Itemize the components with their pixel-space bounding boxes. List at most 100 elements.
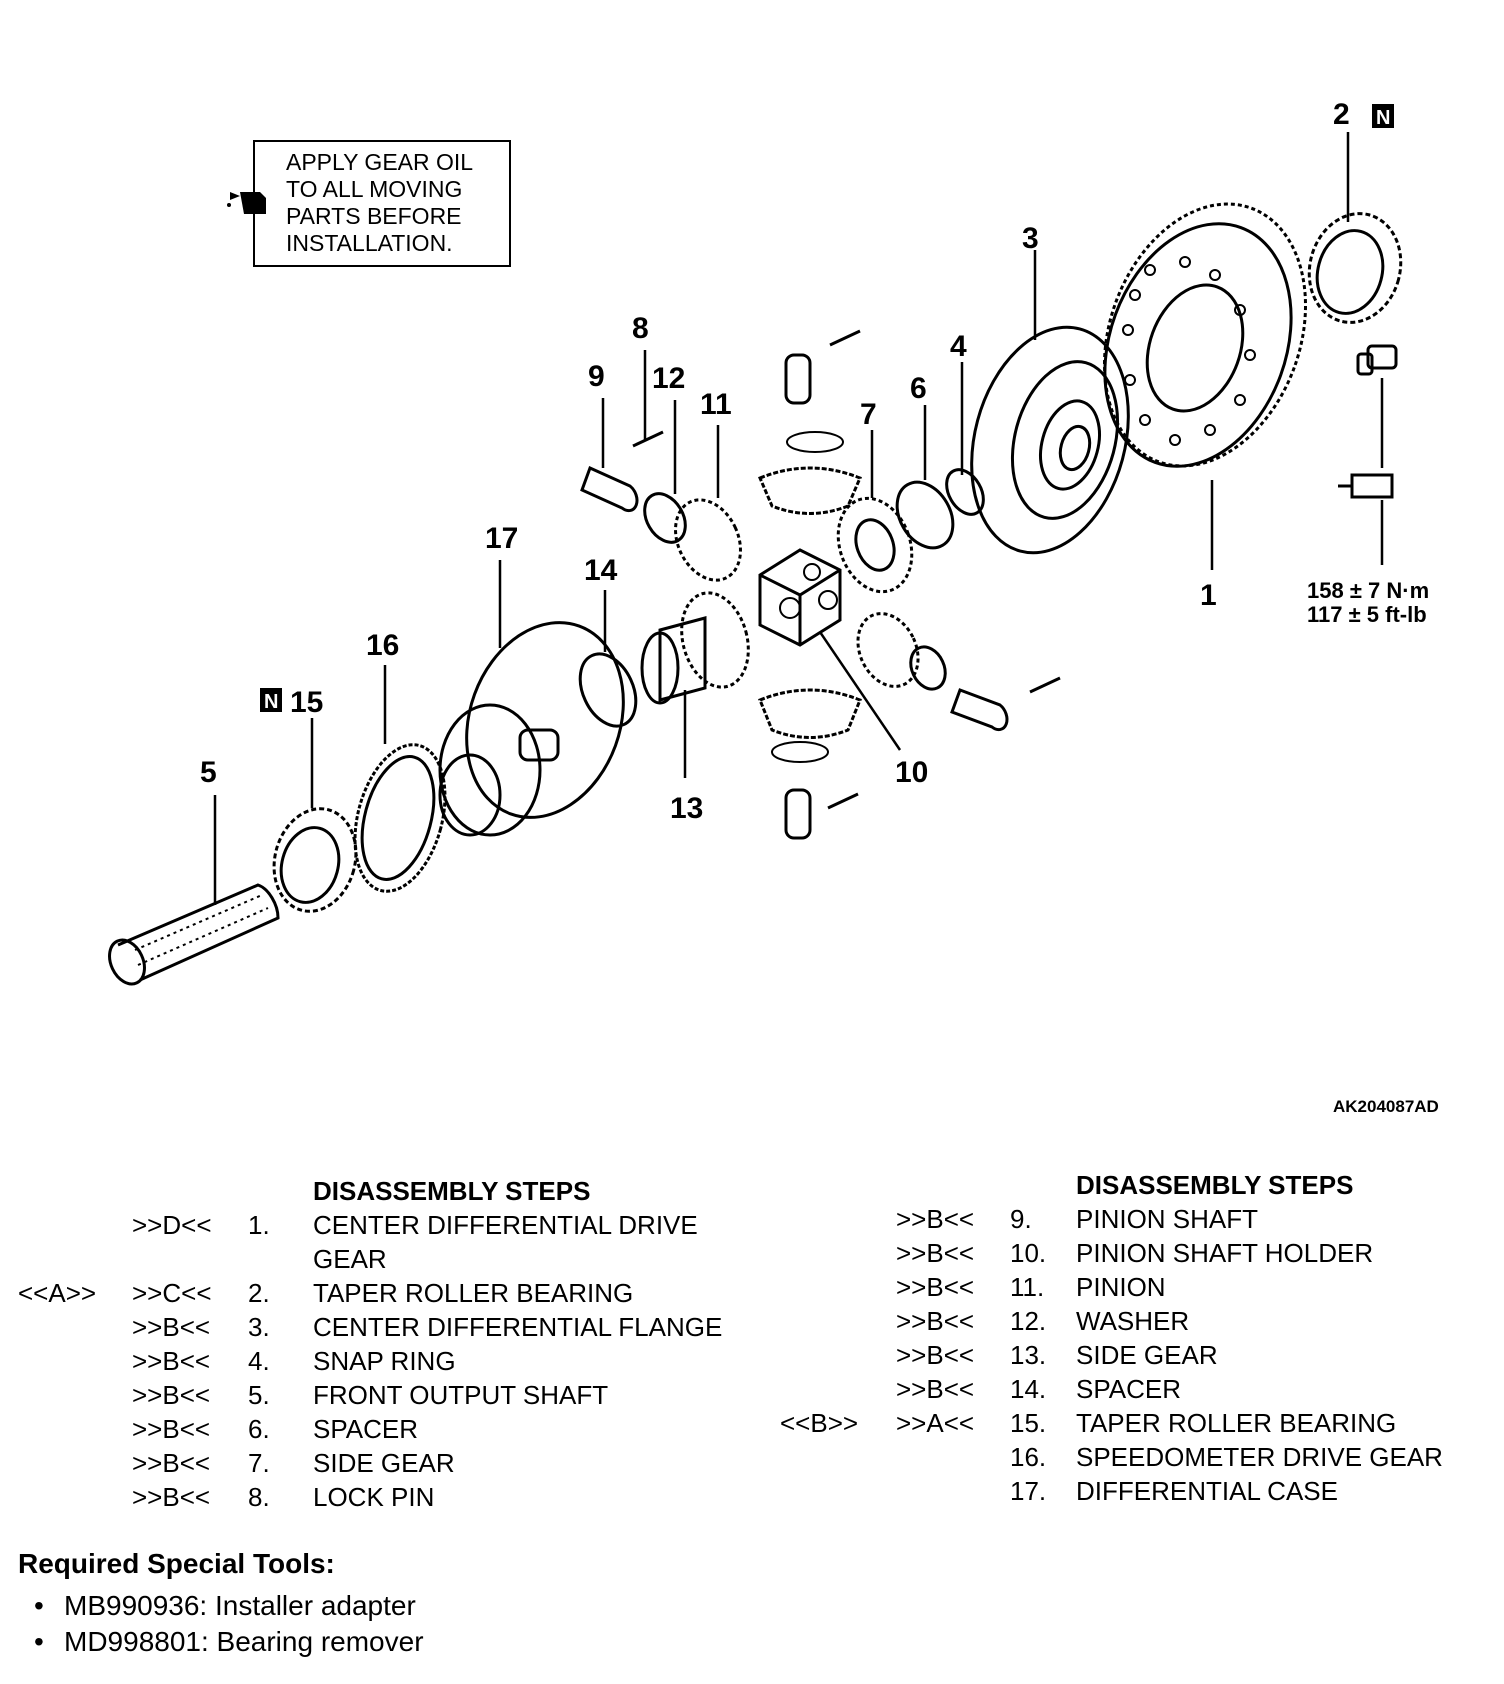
step-row: >>D<<1.CENTER DIFFERENTIAL DRIVE (0, 1208, 760, 1242)
part-pinion-top (758, 431, 862, 515)
part-taper-roller-bearing-2 (1307, 212, 1403, 324)
tool-bullet: • (34, 1626, 44, 1657)
note-line-3: PARTS BEFORE (286, 203, 462, 229)
callout-5: 5 (200, 756, 217, 789)
step-removal-note: <<A>> (18, 1278, 97, 1308)
step-row: >>B<<11.PINION (760, 1270, 1504, 1304)
part-pinion-right (856, 612, 947, 691)
step-removal-note: <<B>> (780, 1408, 859, 1438)
step-row: >>B<< 12. WASHER (760, 1304, 1504, 1338)
step-number: 7. (248, 1448, 270, 1478)
part-center-differential-drive-gear (1102, 202, 1308, 468)
new-part-mark-2-letter: N (1376, 107, 1390, 129)
part-pinion-shaft-holder (758, 548, 842, 647)
callout-6: 6 (910, 372, 927, 405)
disassembly-steps-left: DISASSEMBLY STEPS >>D<<1.CENTER DIFFEREN… (0, 1170, 760, 1520)
part-snap-ring (945, 468, 985, 516)
step-label: PINION SHAFT HOLDER (1076, 1238, 1374, 1268)
step-install-note: >>A<< (896, 1408, 975, 1438)
step-label: CENTER DIFFERENTIAL FLANGE (313, 1312, 723, 1342)
part-spacer-6 (895, 480, 955, 550)
step-row: <<A>>>>C<<2.TAPER ROLLER BEARING (0, 1276, 760, 1310)
step-number: 6. (248, 1414, 270, 1444)
special-tool-item: • MD998801: Bearing remover (30, 1624, 424, 1660)
step-install-note: >>B<< (896, 1374, 975, 1404)
callout-4: 4 (950, 330, 967, 363)
step-number: 17. (1010, 1476, 1047, 1506)
part-lock-pin-right (1029, 676, 1061, 694)
step-number: 14. (1010, 1374, 1047, 1404)
step-label: TAPER ROLLER BEARING (1076, 1408, 1397, 1438)
part-spacer-14 (578, 652, 638, 728)
torque-ftlb: 117 ± 5 ft-lb (1307, 602, 1427, 627)
step-number: 9. (1010, 1204, 1032, 1234)
callout-11: 11 (700, 388, 732, 421)
oil-can-icon (227, 192, 266, 214)
part-differential-case (438, 621, 625, 837)
callout-16: 16 (366, 629, 399, 662)
part-pinion-shaft-top (784, 353, 812, 405)
steps-header-left: DISASSEMBLY STEPS (313, 1176, 591, 1206)
part-speedometer-drive-gear (353, 743, 447, 893)
callout-2: 2 (1333, 98, 1350, 131)
step-install-note: >>B<< (896, 1238, 975, 1268)
step-row: >>B<<5.FRONT OUTPUT SHAFT (0, 1378, 760, 1412)
part-side-gear-7 (836, 496, 914, 594)
step-number: 4. (248, 1346, 270, 1376)
step-label: SIDE GEAR (1076, 1340, 1218, 1370)
callout-9: 9 (588, 360, 605, 393)
step-install-note: >>B<< (132, 1312, 211, 1342)
step-number: 12. (1010, 1306, 1047, 1336)
part-pinion-11 (674, 498, 742, 582)
step-number: 13. (1010, 1340, 1047, 1370)
part-side-gear-13 (640, 591, 750, 705)
callout-14: 14 (584, 554, 618, 587)
step-number: 5. (248, 1380, 270, 1410)
step-install-note: >>B<< (896, 1306, 975, 1336)
step-label: SPACER (1076, 1374, 1181, 1404)
leader-10 (818, 631, 902, 751)
special-tool-item: •MB990936: Installer adapter (30, 1588, 424, 1624)
step-install-note: >>B<< (132, 1380, 211, 1410)
step-label: WASHER (1076, 1306, 1190, 1336)
part-bolt (1338, 344, 1398, 499)
new-part-mark-15: N (260, 688, 282, 713)
part-pinion-shaft-bottom (784, 788, 812, 840)
step-number: 16. (1010, 1442, 1047, 1472)
part-center-differential-flange (970, 325, 1130, 555)
special-tool-label: MD998801: Bearing remover (64, 1626, 424, 1657)
note-line-4: INSTALLATION. (286, 230, 453, 256)
note-line-2: TO ALL MOVING (286, 176, 462, 202)
part-lock-pin-top (829, 329, 861, 347)
step-label: SPEEDOMETER DRIVE GEAR (1076, 1442, 1443, 1472)
callout-17: 17 (485, 522, 518, 555)
step-install-note: >>B<< (896, 1204, 975, 1234)
step-label: SPACER (313, 1414, 418, 1444)
step-number: 3. (248, 1312, 270, 1342)
step-label: TAPER ROLLER BEARING (313, 1278, 634, 1308)
part-front-output-shaft (108, 883, 280, 986)
step-install-note: >>B<< (132, 1482, 211, 1512)
note-line-1: APPLY GEAR OIL (286, 149, 473, 175)
step-number: 1. (248, 1210, 270, 1240)
step-number: 2. (248, 1278, 270, 1308)
callout-8: 8 (632, 312, 649, 345)
step-label: PINION (1076, 1272, 1166, 1302)
torque-nm: 158 ± 7 N·m (1307, 578, 1429, 603)
steps-header-right: DISASSEMBLY STEPS (1076, 1170, 1354, 1200)
callout-13: 13 (670, 792, 703, 825)
step-number: 8. (248, 1482, 270, 1512)
callout-1: 1 (1200, 579, 1217, 612)
step-label: LOCK PIN (313, 1482, 435, 1512)
special-tool-label: MB990936: Installer adapter (64, 1590, 416, 1621)
special-tools-title: Required Special Tools: (18, 1548, 335, 1579)
gear-oil-note: APPLY GEAR OIL TO ALL MOVING PARTS BEFOR… (227, 140, 511, 267)
step-row: >>B<<13.SIDE GEAR (760, 1338, 1504, 1372)
part-pinion-shaft-9 (580, 465, 639, 513)
part-taper-roller-bearing-15 (272, 807, 358, 913)
figure-reference: AK204087AD (1333, 1097, 1439, 1116)
part-pinion-shaft-right (950, 688, 1009, 732)
step-row: >>B<<6.SPACER (0, 1412, 760, 1446)
step-row: 17.DIFFERENTIAL CASE (760, 1474, 1504, 1508)
step-number: 11. (1010, 1272, 1045, 1302)
